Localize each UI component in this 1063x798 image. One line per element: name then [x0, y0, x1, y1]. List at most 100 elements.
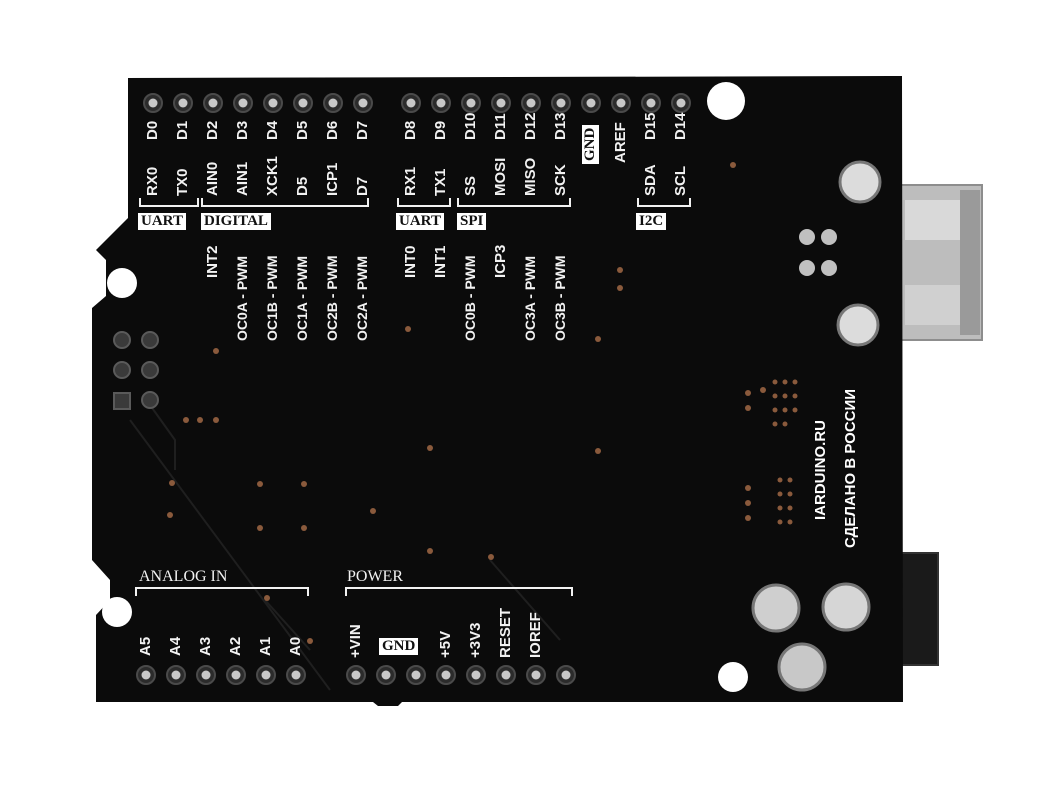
top-header-pin	[238, 98, 248, 108]
top-header-pin	[496, 98, 506, 108]
mounting-hole	[718, 662, 748, 692]
top-header-pin	[586, 98, 596, 108]
power-gnd-label: GND	[379, 638, 419, 655]
function-label: SCL	[672, 166, 689, 196]
top-pin-header	[143, 93, 691, 113]
analog-pin-label: A3	[197, 636, 214, 656]
analog-in-title: ANALOG IN	[139, 568, 228, 585]
function-label: D5	[294, 176, 311, 196]
function-label: AIN0	[204, 161, 221, 196]
dc-jack	[899, 552, 939, 666]
bottom-pin-header	[136, 665, 576, 685]
top-header-pin	[676, 98, 686, 108]
power-pin-label: IOREF	[527, 612, 544, 658]
bottom-header-pin	[531, 670, 541, 680]
top-header-pin	[268, 98, 278, 108]
top-pin-label: D10	[462, 112, 479, 140]
top-header-pin	[646, 98, 656, 108]
analog-pin-label: A5	[137, 636, 154, 656]
bottom-header-pin	[351, 670, 361, 680]
power-pin-label: +VIN	[347, 624, 364, 658]
function-label: SCK	[552, 164, 569, 196]
function-label: RX0	[144, 166, 161, 196]
analog-pin-label: A2	[227, 636, 244, 656]
pwm-label: OC2A - PWM	[354, 255, 370, 341]
top-pin-label: D12	[522, 112, 539, 140]
power-pin-label: +3V3	[467, 622, 484, 658]
bottom-header-pin	[201, 670, 211, 680]
function-label: ICP1	[324, 162, 341, 196]
top-header-pin	[556, 98, 566, 108]
function-label: SS	[462, 175, 479, 196]
function-label: MISO	[522, 157, 539, 196]
uart-group-label: UART	[138, 213, 186, 230]
top-pin-label: D13	[552, 112, 569, 140]
mounting-hole	[707, 82, 745, 120]
top-pin-label: D8	[402, 120, 419, 140]
top-header-pin	[358, 98, 368, 108]
top-header-pin	[436, 98, 446, 108]
spi-group-label: SPI	[457, 213, 487, 230]
interrupt-label: INT0	[402, 245, 419, 278]
bottom-header-pin	[231, 670, 241, 680]
top-pin-label: D5	[294, 120, 311, 140]
top-header-pin	[148, 98, 158, 108]
via-grid	[772, 379, 798, 525]
interrupt-label: INT2	[204, 245, 221, 278]
top-pin-label: D1	[174, 120, 191, 140]
maker-site: IARDUINO.RU	[812, 420, 829, 520]
bottom-header-pin	[471, 670, 481, 680]
bottom-header-pin	[561, 670, 571, 680]
pwm-label: OC2B - PWM	[324, 255, 340, 341]
top-pin-label: D15	[642, 112, 659, 140]
pwm-label: OC3A - PWM	[522, 255, 538, 341]
pwm-label: OC1A - PWM	[294, 255, 310, 341]
aref-pin-label: AREF	[612, 122, 629, 163]
uart2-group-label: UART	[396, 213, 444, 230]
maker-made-in: СДЕЛАНО В РОССИИ	[842, 388, 859, 548]
top-pin-label: D14	[672, 112, 689, 140]
vias	[167, 162, 766, 644]
top-header-pin	[208, 98, 218, 108]
pwm-label: OC0A - PWM	[234, 255, 250, 341]
bottom-header-pin	[141, 670, 151, 680]
interrupt-label: INT1	[432, 245, 449, 278]
bottom-header-pin	[501, 670, 511, 680]
function-label: SDA	[642, 164, 659, 196]
function-label: XCK1	[264, 155, 281, 196]
function-label: RX1	[402, 166, 419, 196]
top-header-pin	[406, 98, 416, 108]
pwm-label: OC0B - PWM	[462, 255, 478, 341]
top-header-pin	[328, 98, 338, 108]
top-pin-label: D4	[264, 120, 281, 140]
power-title: POWER	[347, 568, 403, 585]
top-pin-label: D0	[144, 120, 161, 140]
function-label: TX1	[432, 168, 449, 196]
top-header-pin	[298, 98, 308, 108]
top-pin-label: D7	[354, 120, 371, 140]
bottom-header-pin	[441, 670, 451, 680]
power-pin-label: +5V	[437, 630, 454, 658]
i2c-group-label: I2C	[636, 213, 667, 230]
top-header-pin	[616, 98, 626, 108]
function-label: D7	[354, 176, 371, 196]
top-pin-label: D6	[324, 120, 341, 140]
group-brackets	[135, 198, 691, 596]
mounting-hole	[107, 268, 137, 298]
top-header-pin	[466, 98, 476, 108]
solder-joints	[751, 160, 882, 692]
pwm-label: OC1B - PWM	[264, 255, 280, 341]
analog-pin-label: A1	[257, 636, 274, 656]
top-pin-label: D3	[234, 120, 251, 140]
top-pin-label: D9	[432, 120, 449, 140]
usb-connector	[899, 184, 983, 341]
digital-group-label: DIGITAL	[201, 213, 271, 230]
top-pin-label: D2	[204, 120, 221, 140]
board-outline	[92, 76, 903, 706]
pwm-label: OC3B - PWM	[552, 255, 568, 341]
power-pin-label: RESET	[497, 607, 514, 658]
bottom-header-pin	[381, 670, 391, 680]
mounting-hole	[102, 597, 132, 627]
